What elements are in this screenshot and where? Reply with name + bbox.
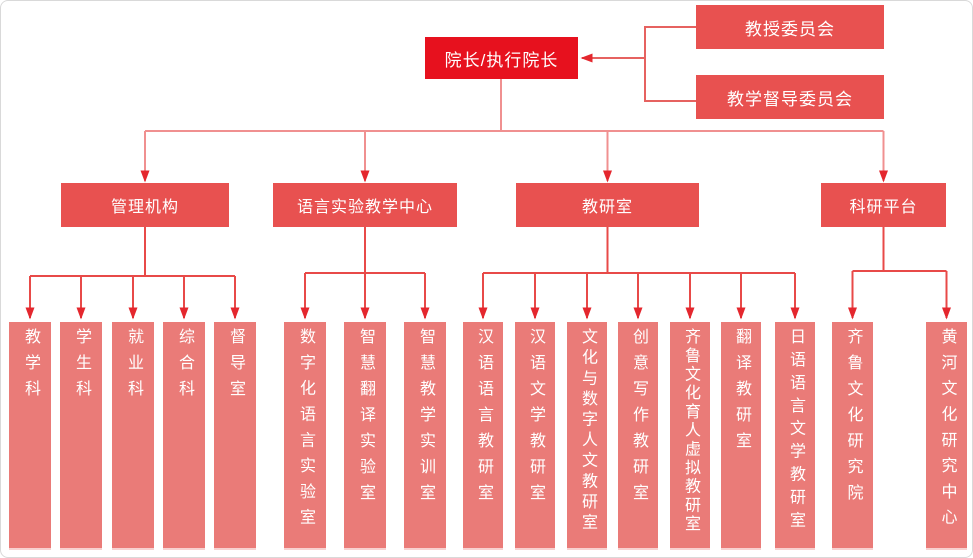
- node-management-organs-child: 学生科: [60, 322, 102, 548]
- node-group-research-platforms: 科研平台: [821, 183, 946, 227]
- vertical-label: 翻译教研室: [733, 328, 750, 458]
- node-management-organs-child: 就业科: [112, 322, 154, 548]
- node-teaching-research-offices-child: 齐鲁文化育人虚拟教研室: [670, 322, 710, 548]
- node-professor-committee: 教授委员会: [696, 5, 884, 49]
- node-teaching-research-offices-child: 日语语言文学教研室: [775, 322, 815, 548]
- vertical-label: 教学科: [22, 328, 39, 406]
- node-teaching-research-offices-child: 创意写作教研室: [618, 322, 658, 548]
- node-language-lab-center-child: 数字化语言实验室: [284, 322, 326, 548]
- vertical-label: 学生科: [73, 328, 90, 406]
- vertical-label: 综合科: [176, 328, 193, 406]
- vertical-label: 日语语言文学教研室: [787, 328, 804, 535]
- vertical-label: 督导室: [227, 328, 244, 406]
- vertical-label: 齐鲁文化育人虚拟教研室: [682, 328, 699, 534]
- node-group-management-organs: 管理机构: [61, 183, 229, 227]
- vertical-label: 智慧教学实训室: [417, 328, 434, 510]
- node-management-organs-child: 教学科: [9, 322, 51, 548]
- node-teaching-research-offices-child: 文化与数字人文教研室: [567, 322, 607, 548]
- node-language-lab-center-child: 智慧翻译实验室: [344, 322, 386, 548]
- vertical-label: 黄河文化研究中心: [938, 328, 956, 535]
- vertical-label: 文化与数字人文教研室: [579, 328, 596, 534]
- vertical-label: 就业科: [125, 328, 142, 406]
- vertical-label: 汉语文学教研室: [527, 328, 544, 510]
- node-language-lab-center-child: 智慧教学实训室: [404, 322, 446, 548]
- vertical-label: 数字化语言实验室: [297, 328, 314, 535]
- node-research-platforms-child: 齐鲁文化研究院: [832, 322, 873, 548]
- node-group-language-lab-center: 语言实验教学中心: [273, 183, 457, 227]
- vertical-label: 智慧翻译实验室: [357, 328, 374, 510]
- node-teaching-research-offices-child: 翻译教研室: [721, 322, 761, 548]
- node-teaching-supervision-committee: 教学督导委员会: [696, 75, 884, 119]
- node-management-organs-child: 督导室: [214, 322, 256, 548]
- node-teaching-research-offices-child: 汉语语言教研室: [463, 322, 503, 548]
- node-group-teaching-research-offices: 教研室: [516, 183, 699, 227]
- vertical-label: 创意写作教研室: [630, 328, 647, 510]
- vertical-label: 汉语语言教研室: [475, 328, 492, 510]
- vertical-label: 齐鲁文化研究院: [844, 328, 862, 510]
- node-management-organs-child: 综合科: [163, 322, 205, 548]
- node-teaching-research-offices-child: 汉语文学教研室: [515, 322, 555, 548]
- node-research-platforms-child: 黄河文化研究中心: [926, 322, 967, 548]
- node-dean: 院长/执行院长: [425, 37, 578, 79]
